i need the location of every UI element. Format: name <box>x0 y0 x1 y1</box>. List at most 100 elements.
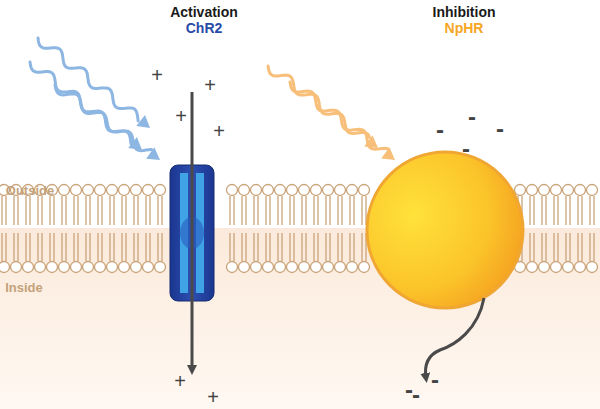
lipid-tail <box>149 196 150 225</box>
lipid-head <box>551 262 562 273</box>
lipid-tail <box>329 196 330 225</box>
lipid-tail <box>529 196 530 225</box>
lipid-tail <box>361 233 362 261</box>
lipid-head <box>59 185 70 196</box>
lipid-tail <box>157 196 158 225</box>
lipid-tail <box>253 196 254 225</box>
lipid-head <box>227 185 238 196</box>
lipid-head <box>575 262 586 273</box>
lipid-head <box>71 185 82 196</box>
lipid-tail <box>589 196 590 225</box>
lipid-head <box>539 185 550 196</box>
lipid-tail <box>113 233 114 261</box>
lipid-head <box>131 262 142 273</box>
lipid-tail <box>557 196 558 225</box>
lipid-tail <box>113 196 114 225</box>
lipid-tail <box>329 233 330 261</box>
protein-name: NpHR <box>445 21 484 35</box>
lipid-tail <box>77 233 78 261</box>
lipid-head <box>347 262 358 273</box>
lipid-head <box>71 262 82 273</box>
lipid-tail <box>133 196 134 225</box>
ion-sign: + <box>151 65 163 85</box>
lipid-tail <box>49 196 50 225</box>
lipid-tail <box>269 233 270 261</box>
lipid-head <box>155 185 166 196</box>
lipid-tail <box>593 196 594 225</box>
chr2-channel <box>170 92 214 370</box>
lipid-tail <box>301 196 302 225</box>
lipid-head <box>143 185 154 196</box>
lipid-tail <box>289 196 290 225</box>
lipid-tail <box>137 196 138 225</box>
lipid-tail <box>533 196 534 225</box>
lipid-tail <box>17 233 18 261</box>
lipid-head <box>587 185 598 196</box>
lipid-tail <box>61 196 62 225</box>
lipid-head <box>263 185 274 196</box>
lipid-tail <box>109 233 110 261</box>
nphr-pump <box>367 152 523 378</box>
lipid-tail <box>25 196 26 225</box>
ion-sign: + <box>204 75 216 95</box>
lipid-head <box>299 185 310 196</box>
lipid-tail <box>349 233 350 261</box>
lipid-head <box>59 262 70 273</box>
lipid-tail <box>233 196 234 225</box>
lipid-tail <box>325 233 326 261</box>
lipid-tail <box>161 233 162 261</box>
lipid-tail <box>553 196 554 225</box>
lipid-tail <box>289 233 290 261</box>
lipid-head <box>131 185 142 196</box>
lipid-head <box>143 262 154 273</box>
lipid-tail <box>257 233 258 261</box>
lipid-tail <box>85 196 86 225</box>
lipid-tail <box>245 196 246 225</box>
lipid-tail <box>37 233 38 261</box>
lipid-head <box>119 262 130 273</box>
ion-sign: + <box>175 106 187 126</box>
lipid-tail <box>229 233 230 261</box>
lipid-head <box>251 262 262 273</box>
light-wave <box>290 82 388 149</box>
ion-sign: + <box>213 121 225 141</box>
lipid-tail <box>361 196 362 225</box>
lipid-head <box>83 185 94 196</box>
lipid-tail <box>265 233 266 261</box>
lipid-tail <box>313 196 314 225</box>
ion-sign: - <box>436 118 444 142</box>
lipid-tail <box>101 196 102 225</box>
lipid-tail <box>277 233 278 261</box>
lipid-tail <box>73 196 74 225</box>
lipid-tail <box>569 233 570 261</box>
lipid-tail <box>541 233 542 261</box>
lipid-tail <box>97 233 98 261</box>
lipid-head <box>527 185 538 196</box>
light-wave <box>55 85 151 151</box>
lipid-tail <box>565 196 566 225</box>
lipid-head <box>11 262 22 273</box>
lipid-head <box>239 185 250 196</box>
lipid-head <box>155 262 166 273</box>
lipid-head <box>563 185 574 196</box>
lipid-tail <box>341 196 342 225</box>
lipid-tail <box>313 233 314 261</box>
lipid-tail <box>5 196 6 225</box>
lipid-tail <box>241 233 242 261</box>
lipid-tail <box>325 196 326 225</box>
ion-sign: - <box>405 378 413 402</box>
lipid-head <box>347 185 358 196</box>
lipid-tail <box>533 233 534 261</box>
lipid-tail <box>301 233 302 261</box>
lipid-head <box>323 262 334 273</box>
lipid-head <box>311 185 322 196</box>
lipid-head <box>287 262 298 273</box>
lipid-tail <box>37 196 38 225</box>
lipid-tail <box>49 233 50 261</box>
ion-sign: - <box>431 368 439 392</box>
light-waves <box>30 38 395 160</box>
lipid-tail <box>577 196 578 225</box>
lipid-tail <box>109 196 110 225</box>
heading: Inhibition <box>433 5 496 19</box>
